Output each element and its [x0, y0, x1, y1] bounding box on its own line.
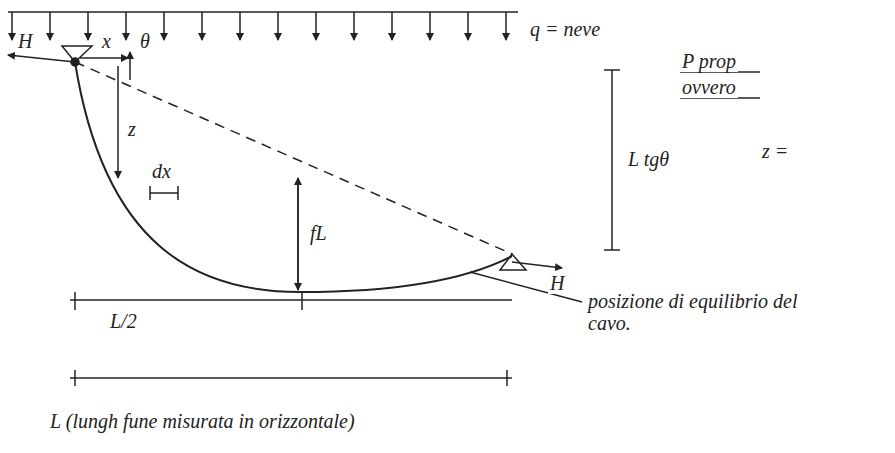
note: posizione di equilibrio del cavo. — [586, 290, 820, 334]
dimension-label: L (lungh fune misurata in orizzontale) — [48, 410, 357, 432]
axis-label: z — [126, 118, 138, 140]
force-label: H — [16, 30, 34, 52]
dimension-label: L tgθ — [626, 148, 671, 170]
note: ovvero — [680, 76, 738, 98]
force-label: H — [548, 272, 566, 294]
formula: z = — [760, 140, 790, 162]
axis-label: x — [100, 30, 113, 52]
angle-label: θ — [138, 30, 152, 52]
dimension-label: dx — [150, 160, 173, 182]
dimension-label: L/2 — [108, 310, 139, 332]
note: P prop — [680, 50, 738, 72]
dimension-label: fL — [308, 222, 329, 244]
load-label: q = neve — [528, 18, 602, 40]
